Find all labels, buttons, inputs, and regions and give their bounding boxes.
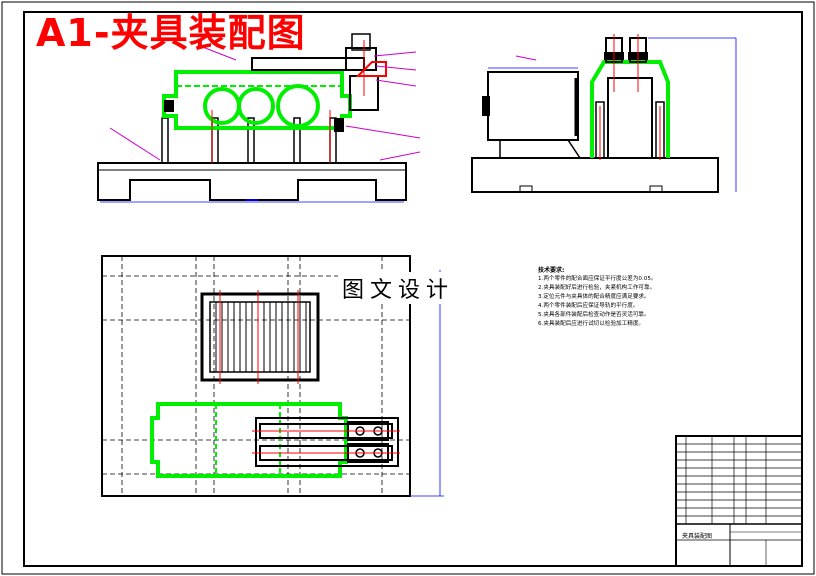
title-block (675, 435, 803, 567)
inner-border (23, 11, 803, 567)
title-block-name: 夹具装配图 (682, 533, 713, 540)
watermark: 图文设计 (338, 272, 459, 304)
notes-heading: 技术要求: (538, 267, 565, 274)
top-view (101, 255, 444, 497)
note-line: 5.夹具各部件装配后检查动作是否灵活可靠。 (538, 312, 650, 318)
technical-requirements: 技术要求: 1.两个零件的配合面应保证平行度公差为0.05。 2.夹具装配好后进… (538, 266, 662, 329)
note-line: 3.定位元件与夹具体的配合精度应满足要求。 (538, 294, 650, 300)
note-line: 6.夹具装配后应进行试切以检验加工精度。 (538, 321, 645, 327)
note-line: 1.两个零件的配合面应保证平行度公差为0.05。 (538, 276, 657, 282)
side-view (471, 34, 737, 193)
note-line: 2.夹具装配好后进行检验，夹紧机构工作可靠。 (538, 285, 656, 291)
front-view (97, 33, 421, 203)
drawing-title: A1-夹具装配图 (36, 11, 306, 55)
note-line: 4.两个零件装配后应保证导轨的平行度。 (538, 303, 639, 309)
